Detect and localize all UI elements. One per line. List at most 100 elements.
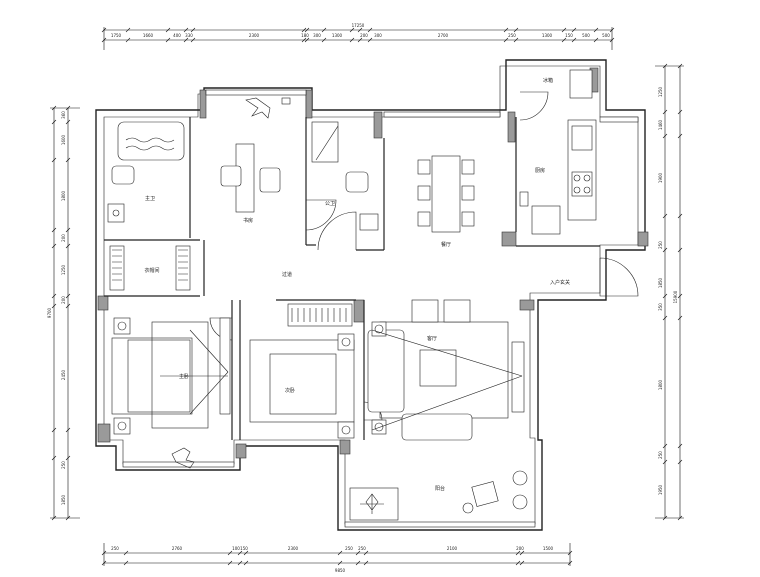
- chair-icon: [259, 167, 281, 193]
- top-dim-8: 1300: [332, 33, 343, 38]
- stove-icon: [571, 171, 593, 197]
- top-dim-2: 1660: [143, 33, 154, 38]
- plant-pot-icon: [512, 494, 528, 510]
- dimension-tick: [51, 293, 57, 299]
- dimension-tick: [123, 560, 129, 566]
- top-total-dimension: 17250: [352, 23, 365, 28]
- chair-icon: [461, 211, 475, 227]
- structural-column: [637, 231, 649, 247]
- dimension-tick: [513, 27, 519, 33]
- dimension-tick: [183, 27, 189, 33]
- kitchen-door: [519, 91, 549, 121]
- dimension-tick: [677, 515, 683, 521]
- top-dim-5: 2300: [249, 33, 260, 38]
- dining-window: [383, 111, 501, 118]
- dimension-tick: [677, 293, 683, 299]
- dimension-tick: [503, 37, 509, 43]
- dimension-tick: [677, 315, 683, 321]
- room-label-entrance: 入户玄关: [550, 279, 570, 286]
- top-dim-4: 330: [185, 33, 193, 38]
- room-label-corridor: 过道: [282, 271, 292, 278]
- plant-icon: [245, 97, 271, 119]
- right-dim-5: 1850: [658, 277, 663, 288]
- dimension-tick: [503, 27, 509, 33]
- armchair-icon: [443, 299, 471, 323]
- side-table-icon: [371, 419, 387, 435]
- top-dim-10: 300: [374, 33, 382, 38]
- left-dim-3: 1800: [61, 190, 66, 201]
- dimension-tick: [363, 560, 369, 566]
- dimension-tick: [677, 459, 683, 465]
- left-dim-2: 1600: [61, 134, 66, 145]
- dimension-tick: [51, 227, 57, 233]
- bottom-dim-4: 150: [240, 546, 248, 551]
- room-label-kitchen: 厨房: [535, 167, 545, 174]
- dimension-tick: [165, 27, 171, 33]
- dimension-tick: [101, 27, 107, 33]
- dimension-tick: [593, 37, 599, 43]
- dimension-tick: [337, 560, 343, 566]
- nightstand-icon: [337, 333, 355, 351]
- doors: [209, 91, 639, 421]
- dimension-tick: [183, 37, 189, 43]
- left-total-dimension: 9700: [47, 307, 52, 318]
- dimension-tick: [609, 37, 615, 43]
- dimension-tick: [123, 550, 129, 556]
- dimension-tick: [561, 27, 567, 33]
- dimension-tick: [51, 243, 57, 249]
- structural-column: [235, 443, 247, 459]
- guest-bath-fixtures: [311, 121, 379, 231]
- nightstand-icon: [113, 417, 131, 435]
- bottom-dim-10: 1500: [543, 546, 554, 551]
- top-dim-1: 1750: [111, 33, 122, 38]
- top-dim-6: 180: [301, 33, 309, 38]
- right-dim-4: 250: [658, 241, 663, 249]
- structural-column: [507, 111, 516, 143]
- tv-cabinet-icon: [511, 341, 525, 413]
- dimension-tick: [125, 27, 131, 33]
- chair-icon: [417, 185, 431, 201]
- left-dim-9: 1850: [61, 494, 66, 505]
- guest-bath-door: [317, 211, 357, 251]
- bottom-dim-2: 2760: [172, 546, 183, 551]
- dimension-tick: [165, 37, 171, 43]
- dimension-tick: [65, 119, 71, 125]
- dimension-tick: [237, 560, 243, 566]
- dimension-tick: [190, 37, 196, 43]
- dimension-tick: [51, 105, 57, 111]
- dimension-tick: [355, 560, 361, 566]
- living-room-furniture: [367, 299, 525, 441]
- dimension-tick: [677, 443, 683, 449]
- structural-column: [339, 439, 351, 455]
- sofa-icon: [367, 329, 405, 413]
- dimension-tick: [513, 37, 519, 43]
- chair-icon: [461, 185, 475, 201]
- dimension-tick: [571, 27, 577, 33]
- room-label-fridge: 冰箱: [543, 77, 553, 84]
- chair-icon: [220, 165, 242, 187]
- room-label-cloakroom: 衣帽间: [144, 267, 159, 274]
- chair-icon: [417, 211, 431, 227]
- dimension-tick: [65, 243, 71, 249]
- room-label-study: 书房: [243, 217, 253, 224]
- dining-table-icon: [431, 155, 461, 233]
- bottom-dim-1: 250: [111, 546, 119, 551]
- structural-column: [519, 299, 535, 311]
- bottom-dim-6: 250: [345, 546, 353, 551]
- room-label-guest-bath: 公卫: [325, 201, 335, 207]
- chair-icon: [461, 159, 475, 175]
- dimension-tick: [367, 27, 373, 33]
- left-dim-6: 200: [61, 296, 66, 304]
- structural-column: [373, 111, 383, 139]
- dimension-tick: [65, 303, 71, 309]
- right-dim-9: 1950: [658, 484, 663, 495]
- dimension-tick: [51, 119, 57, 125]
- right-dim-7: 1800: [658, 379, 663, 390]
- structural-column: [97, 423, 111, 443]
- dimension-tick: [662, 63, 668, 69]
- dimension-tick: [662, 443, 668, 449]
- dimension-tick: [51, 157, 57, 163]
- dimension-tick: [321, 37, 327, 43]
- dimension-tick: [515, 550, 521, 556]
